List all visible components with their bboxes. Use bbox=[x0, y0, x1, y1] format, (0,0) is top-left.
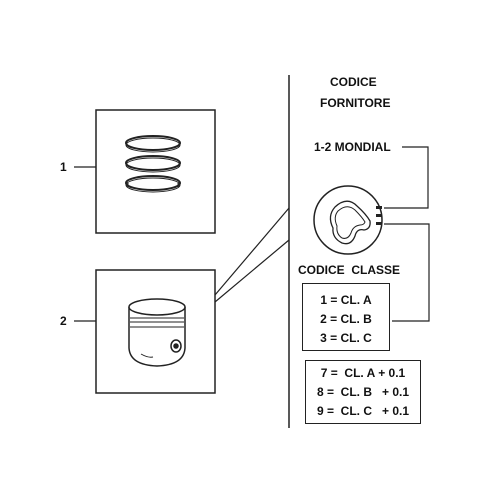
piston-rings-icon bbox=[125, 135, 181, 193]
callout-number-rings: 1 bbox=[60, 160, 67, 174]
detail-line-lower bbox=[214, 239, 290, 303]
oversize-class-row-3: 9 = CL. C + 0.1 bbox=[316, 404, 410, 418]
supplier-heading-line2: FORNITORE bbox=[320, 96, 391, 110]
detail-line-upper bbox=[214, 207, 290, 296]
stamp-mark-class-1 bbox=[376, 214, 382, 217]
standard-class-row-3: 3 = CL. C bbox=[320, 331, 372, 345]
class-heading: CODICE CLASSE bbox=[298, 263, 401, 277]
standard-class-box: 1 = CL. A 2 = CL. B 3 = CL. C bbox=[302, 283, 390, 351]
oversize-class-row-2: 8 = CL. B + 0.1 bbox=[316, 385, 410, 399]
oversize-class-box: 7 = CL. A + 0.1 8 = CL. B + 0.1 9 = CL. … bbox=[305, 360, 421, 424]
supplier-heading-line1: CODICE bbox=[330, 75, 377, 89]
supplier-leader-line bbox=[384, 146, 429, 209]
piston-crown-detail bbox=[313, 185, 383, 255]
supplier-code-label: 1-2 MONDIAL bbox=[314, 140, 391, 154]
callout-number-piston: 2 bbox=[60, 314, 67, 328]
piston-icon bbox=[128, 298, 186, 367]
standard-class-row-1: 1 = CL. A bbox=[320, 293, 372, 307]
standard-class-row-2: 2 = CL. B bbox=[320, 312, 372, 326]
oversize-class-row-1: 7 = CL. A + 0.1 bbox=[320, 366, 406, 380]
stamp-mark-supplier bbox=[376, 206, 382, 209]
class-leader-line bbox=[384, 223, 430, 322]
stamp-mark-class-2 bbox=[376, 222, 382, 225]
